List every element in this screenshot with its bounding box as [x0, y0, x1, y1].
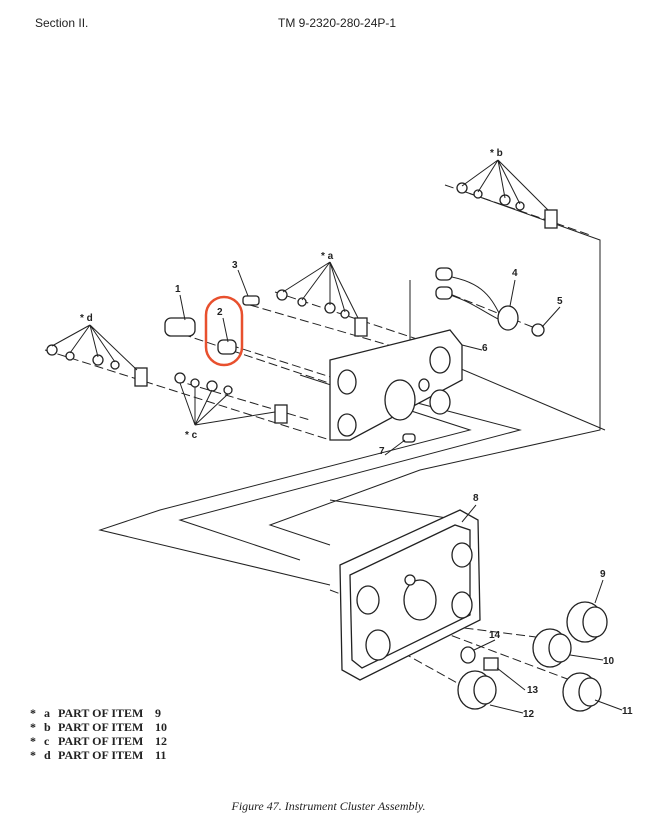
callout-9: 9 — [600, 569, 606, 580]
part-item-14 — [460, 646, 476, 664]
callout-4: 4 — [512, 268, 518, 279]
callout-3: 3 — [232, 260, 238, 271]
part-item-7 — [402, 433, 416, 443]
gauge-item-10 — [532, 628, 572, 668]
routing-lines — [98, 189, 606, 586]
part-item-3 — [242, 295, 260, 306]
callout-13: 13 — [527, 685, 539, 696]
panel-item-6 — [329, 329, 463, 441]
part-item-13 — [483, 657, 499, 671]
callout-b: * b — [490, 148, 503, 159]
callout-5: 5 — [557, 296, 563, 307]
callout-c: * c — [185, 430, 198, 441]
figure-caption: Figure 47. Instrument Cluster Assembly. — [231, 799, 426, 813]
callout-2: 2 — [217, 307, 223, 318]
part-item-5 — [531, 323, 545, 337]
section-label: Section II. — [35, 16, 89, 30]
callout-11: 11 — [622, 706, 633, 717]
callout-8: 8 — [473, 493, 479, 504]
part-item-4 — [435, 267, 519, 331]
callout-d: * d — [80, 313, 93, 324]
callout-7: 7 — [379, 446, 385, 457]
callout-6: 6 — [482, 343, 488, 354]
gauge-item-9 — [566, 601, 608, 643]
panel-item-8 — [339, 509, 481, 681]
part-item-1 — [164, 317, 196, 337]
leader-lines — [51, 159, 623, 714]
callout-14: 14 — [489, 630, 501, 641]
part-item-2 — [217, 339, 237, 355]
dashed-lines — [44, 184, 591, 691]
gauge-item-12 — [457, 670, 497, 710]
nut-washers — [46, 182, 558, 424]
callout-12: 12 — [523, 709, 535, 720]
gauge-item-11 — [562, 672, 602, 712]
highlight-item-2 — [204, 295, 244, 367]
callout-a: * a — [321, 251, 334, 262]
tm-number: TM 9-2320-280-24P-1 — [278, 16, 397, 30]
callout-1: 1 — [175, 284, 181, 295]
callout-10: 10 — [603, 656, 615, 667]
